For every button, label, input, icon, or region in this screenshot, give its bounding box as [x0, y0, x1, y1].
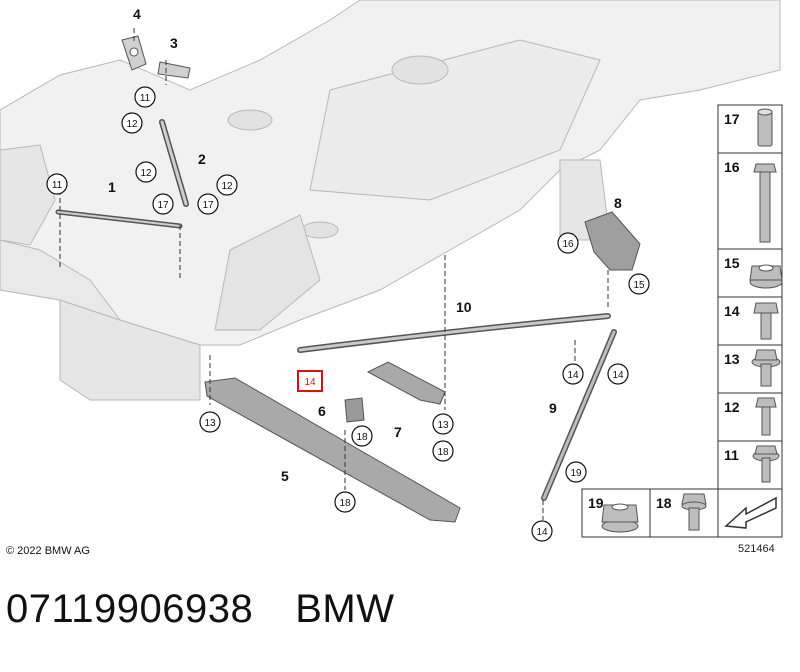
callout: 15: [628, 273, 650, 295]
bolt-11-icon: [752, 445, 780, 483]
svg-text:14: 14: [567, 370, 579, 381]
svg-text:11: 11: [724, 447, 739, 463]
callout: 18: [334, 491, 356, 513]
copyright-text: © 2022 BMW AG: [6, 545, 90, 557]
svg-text:12: 12: [140, 168, 152, 179]
svg-text:18: 18: [339, 498, 351, 509]
callout: 12: [216, 174, 238, 196]
part-label: 5: [281, 468, 289, 484]
part-number: 07119906938: [6, 587, 254, 631]
callout: 14: [531, 520, 553, 542]
callout: 12: [121, 112, 143, 134]
svg-text:13: 13: [204, 418, 216, 429]
brand-name: BMW: [295, 587, 395, 631]
part-label: 3: [170, 35, 178, 51]
callout: 19: [565, 461, 587, 483]
svg-text:12: 12: [221, 181, 233, 192]
sleeve-icon: [757, 108, 773, 147]
svg-text:13: 13: [437, 420, 449, 431]
part-4-plate: [121, 35, 147, 71]
svg-text:12: 12: [724, 399, 740, 415]
svg-text:18: 18: [437, 447, 449, 458]
callout: 12: [135, 161, 157, 183]
callout: 13: [199, 411, 221, 433]
part-1-rod: [55, 209, 183, 229]
callout: 16: [557, 232, 579, 254]
part-label: 2: [198, 151, 206, 167]
flange-nut-icon: [749, 264, 783, 289]
arrow-symbol-icon: [724, 496, 777, 529]
part-label: 1: [108, 179, 116, 195]
svg-text:17: 17: [157, 200, 169, 211]
part-5-bar: [204, 377, 461, 523]
callout: 14: [562, 363, 584, 385]
svg-text:16: 16: [724, 159, 740, 175]
washer-bolt-icon: [751, 349, 781, 387]
callout: 14: [607, 363, 629, 385]
svg-text:14: 14: [304, 377, 316, 388]
svg-text:18: 18: [656, 495, 672, 511]
part-label: 10: [456, 299, 472, 315]
svg-text:13: 13: [724, 351, 740, 367]
svg-text:11: 11: [140, 93, 151, 104]
svg-text:15: 15: [724, 255, 740, 271]
part-label: 6: [318, 403, 326, 419]
svg-text:18: 18: [356, 432, 368, 443]
callout-highlighted: 14: [297, 370, 323, 392]
part-label: 4: [133, 6, 141, 22]
image-code: 521464: [738, 543, 775, 555]
part-6-bracket: [344, 397, 365, 423]
callout: 17: [197, 193, 219, 215]
svg-text:19: 19: [588, 495, 604, 511]
callout: 18: [351, 425, 373, 447]
part-7-plate: [366, 361, 446, 405]
svg-text:19: 19: [570, 468, 582, 479]
part-label: 7: [394, 424, 402, 440]
bolt-14-icon: [753, 302, 779, 340]
bolt-12-icon: [755, 397, 777, 436]
part-labels: 1 2 3 4 5 6 7 8 9 10: [108, 6, 622, 484]
svg-text:14: 14: [612, 370, 624, 381]
chassis-illustration: [0, 0, 781, 401]
svg-text:16: 16: [562, 239, 574, 250]
callout: 11: [46, 173, 68, 195]
fastener-legend: 17 16 15 14 13 12 11 19 18: [581, 104, 783, 538]
svg-text:14: 14: [536, 527, 548, 538]
svg-text:17: 17: [202, 200, 214, 211]
callouts: 11 11 12 12 12 17 17 13 14 18 18 13 18 1…: [46, 86, 650, 542]
part-label: 8: [614, 195, 622, 211]
callout: 18: [432, 440, 454, 462]
callout: 17: [152, 193, 174, 215]
nut-19-icon: [601, 503, 639, 533]
svg-text:12: 12: [126, 119, 138, 130]
long-bolt-icon: [753, 163, 777, 243]
callout: 11: [134, 86, 156, 108]
parts-diagram: 1 2 3 4 5 6 7 8 9 10 11 11 12 12 12 17 1…: [0, 0, 783, 557]
leader-lines: [59, 28, 609, 520]
svg-text:11: 11: [52, 180, 63, 191]
svg-text:14: 14: [724, 303, 740, 319]
part-2-strut: [159, 119, 189, 207]
part-10-rod: [297, 313, 611, 353]
bolt-18-icon: [681, 493, 707, 531]
part-9-strut: [541, 329, 617, 501]
part-8-bracket: [584, 211, 641, 271]
svg-text:17: 17: [724, 111, 740, 127]
part-caption: 07119906938 BMW: [6, 587, 395, 632]
callout: 13: [432, 413, 454, 435]
part-label: 9: [549, 400, 557, 416]
part-3-bracket: [157, 61, 191, 79]
svg-text:15: 15: [633, 280, 645, 291]
